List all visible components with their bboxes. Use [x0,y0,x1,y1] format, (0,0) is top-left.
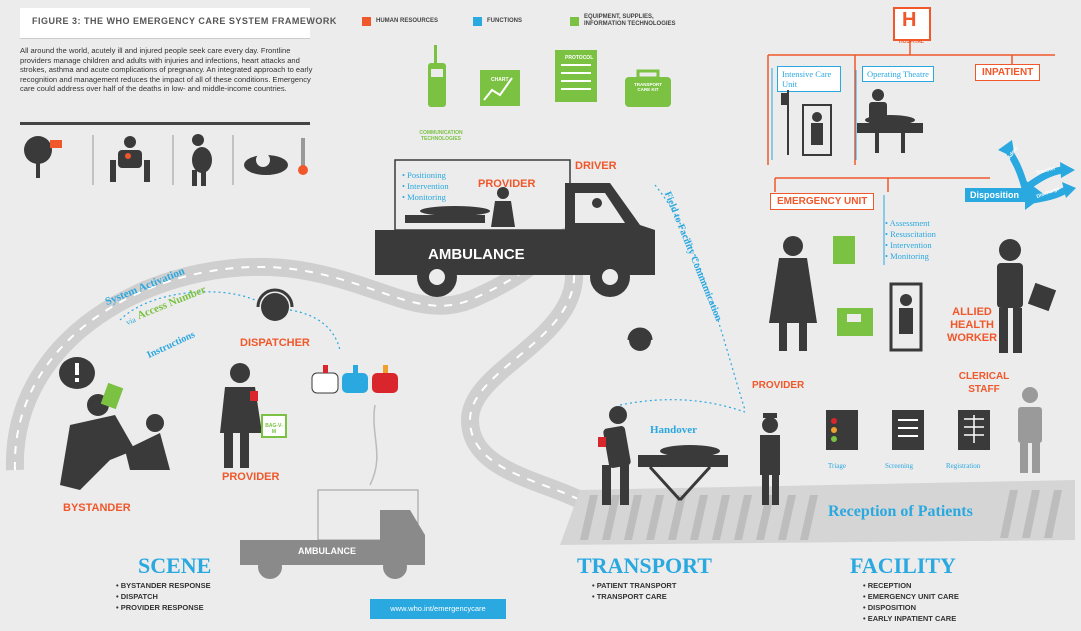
operating-table-icon [857,115,923,153]
ambulance-function-1: • Positioning [402,170,446,180]
bed-icon [889,282,923,352]
dispatcher-headset-icon [256,288,294,321]
facility-item-1: • RECEPTION [863,581,912,590]
ambulance-function-2: • Intervention [402,181,449,191]
scene-title: SCENE [138,553,212,578]
headset-icon [627,327,653,351]
eu-function-4: • Monitoring [885,251,929,261]
emergency-vehicles-icons [311,365,398,394]
ambulance-provider-label: PROVIDER [478,178,536,190]
scene-item-2: • DISPATCH [116,592,158,601]
bag-label: BAG-V-M [265,423,283,435]
scene-item-3: • PROVIDER RESPONSE [116,603,204,612]
who-url-link[interactable]: www.who.int/emergencycare [370,599,506,619]
facility-item-2: • EMERGENCY UNIT CARE [863,592,959,601]
facility-title: FACILITY [850,553,956,578]
equipment-icons [428,45,671,107]
intro-paragraph: All around the world, acutely ill and in… [20,46,313,94]
kit-label: TRANSPORT CARE KIT [634,82,662,92]
nurse-icon [769,236,817,351]
facility-provider-label: PROVIDER [752,380,805,391]
pregnancy-icon [192,134,212,186]
scene-provider-label: PROVIDER [222,471,280,483]
ambulance-function-3: • Monitoring [402,192,446,202]
transport-item-1: • PATIENT TRANSPORT [592,581,677,590]
legend-swatch-equipment [570,17,579,26]
reception-scene [598,387,1042,505]
paramedic-icon [598,406,631,505]
iv-stand-icon [781,90,789,155]
radio-icon [428,45,446,107]
operating-theatre-label: Operating Theatre [862,66,934,82]
triage-clipboard-icon [826,410,858,450]
title-box [20,8,310,39]
comms-caption: COMMUNICATION TECHNOLOGIES [419,130,463,142]
clerical-staff-icon [1018,387,1042,473]
injury-tree-icon [24,136,62,178]
driver-label: DRIVER [575,160,617,172]
eu-function-1: • Assessment [885,218,930,228]
screening-clipboard-icon [892,410,924,450]
legend-human-resources: HUMAN RESOURCES [376,18,439,24]
supply-cart-icon [837,308,873,336]
transport-title: TRANSPORT [577,553,712,578]
legend-equipment: EQUIPMENT, SUPPLIES, INFORMATION TECHNOL… [584,14,676,27]
scene-figures [59,288,425,579]
eu-function-2: • Resuscitation [885,229,936,239]
small-ambulance-icon [240,489,425,579]
hospital-icon [893,7,931,41]
eu-function-3: • Intervention [885,240,932,250]
hospital-rooms [781,89,923,156]
scene-item-1: • BYSTANDER RESPONSE [116,581,211,590]
small-ambulance-label: AMBULANCE [298,546,356,556]
chart-label: CHART [491,77,509,83]
allied-health-worker-icon [997,239,1057,353]
icu-label: Intensive Care Unit [777,66,841,92]
emergency-unit-label: EMERGENCY UNIT [770,193,875,210]
ambulance-truck [375,159,655,297]
inpatient-label: INPATIENT [975,64,1041,81]
clerical-staff-label: CLERICAL STAFF [958,371,1010,395]
scene-provider-icon [220,363,287,468]
legend-functions: FUNCTIONS [487,18,522,24]
stretcher-icon [638,445,728,502]
legend-swatch-functions [473,17,482,26]
allied-health-worker-label: ALLIED HEALTH WORKER [946,306,998,344]
emergency-unit-staff [769,236,1057,353]
bystander-icon [60,382,135,490]
chart-icon [480,70,520,106]
registration-clipboard-icon [958,410,990,450]
heart-attack-icon [110,136,150,182]
ambulance-label: AMBULANCE [428,246,525,263]
doctor-icon [760,413,780,505]
facility-item-3: • DISPOSITION [863,603,917,612]
clipboard-icon [833,236,855,264]
facility-item-4: • EARLY INPATIENT CARE [863,614,957,623]
condition-icons [24,134,308,186]
bystander-label: BYSTANDER [63,502,131,514]
dispatcher-label: DISPATCHER [240,337,310,349]
patient-child-icon [125,414,170,470]
hospital-letter: H [902,9,917,31]
divider [20,122,310,125]
icu-bed-icon [802,104,832,156]
disposition-label: Disposition [970,190,1019,200]
figure-title: FIGURE 3: THE WHO EMERGENCY CARE SYSTEM … [32,16,337,26]
fever-icon [244,138,308,175]
transport-item-2: • TRANSPORT CARE [592,592,667,601]
triage-label: Triage [828,462,847,470]
alert-icon [59,357,95,389]
protocol-label: PROTOCOL [565,55,594,61]
transport-kit-icon [625,69,671,107]
hospital-caption: HOSPITAL [899,39,924,45]
handover-label: Handover [650,424,698,436]
screening-label: Screening [885,462,913,470]
protocol-icon [555,50,597,102]
registration-label: Registration [946,462,981,470]
legend-swatch-human-resources [362,17,371,26]
reception-label: Reception of Patients [824,503,977,521]
